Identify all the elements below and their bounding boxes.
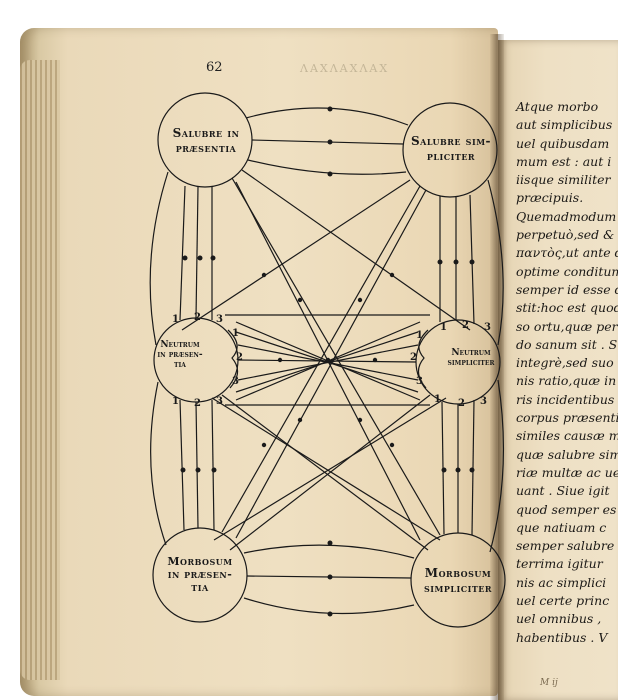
- text-line: do sanum sit . S: [516, 336, 618, 352]
- text-line: perpetuò,sed &: [516, 227, 615, 243]
- label-morbosum-in-praesentia: Morbosum in præsen- tia: [154, 555, 246, 594]
- text-line: uel omnibus ,: [516, 611, 602, 627]
- label-salubre-simpliciter: Salubre sim- pliciter: [404, 134, 498, 164]
- text-line: iisque similiter: [516, 172, 611, 188]
- running-head: ΛΑΧΛΑΧΛΑΧ: [300, 62, 390, 75]
- text-line: optime conditum: [516, 263, 618, 279]
- text-line: riæ multæ ac ue: [516, 464, 618, 480]
- text-line: corpus præsenti: [516, 410, 618, 426]
- text-line: Quemadmodum: [516, 208, 617, 224]
- num-2: 2: [194, 312, 201, 323]
- label-line: pliciter: [426, 149, 476, 163]
- num-1: 1: [172, 314, 179, 325]
- text-line: similes causæ m: [516, 428, 618, 444]
- text-line: aut simplicibus: [516, 117, 613, 133]
- text-line: semper id esse di: [516, 281, 618, 297]
- text-line: so ortu,quæ per: [516, 318, 618, 334]
- text-line: quæ salubre simp: [516, 446, 618, 462]
- text-line: nis ratio,quæ in: [516, 373, 617, 389]
- text-line: uel certe princ: [516, 593, 610, 609]
- label-line: in præsen-: [157, 350, 203, 360]
- label-line: præsentia: [175, 141, 237, 155]
- num-3: 3: [480, 396, 487, 407]
- page-edges: [20, 60, 60, 680]
- circle-top-right: [402, 102, 498, 198]
- label-line: in præsen-: [167, 568, 233, 581]
- right-page-text: Atque morbo aut simplicibus uel quibusda…: [516, 98, 618, 647]
- label-line: Neutrum: [160, 340, 200, 350]
- text-line: habentibus . V: [516, 629, 608, 645]
- label-line: Salubre in: [172, 126, 240, 140]
- num-2: 2: [458, 398, 465, 409]
- label-line: tia: [191, 581, 209, 594]
- label-morbosum-simpliciter: Morbosum simpliciter: [410, 566, 506, 596]
- page-number: 62: [206, 60, 223, 75]
- num-2: 2: [236, 352, 243, 363]
- label-line: Morbosum: [167, 555, 233, 568]
- label-line: Morbosum: [424, 566, 492, 580]
- label-line: tia: [174, 360, 186, 370]
- left-page: [20, 28, 498, 696]
- text-line: stit:hoc est quod: [516, 300, 618, 316]
- text-line: que natiuam c: [516, 519, 607, 535]
- signature-mark: M ij: [540, 678, 558, 688]
- num-1: 1: [172, 396, 179, 407]
- num-1: 1: [434, 394, 441, 405]
- text-line: terrima igitur: [516, 556, 603, 572]
- right-page: [498, 40, 618, 700]
- num-2: 2: [194, 398, 201, 409]
- num-3: 3: [216, 396, 223, 407]
- label-neutrum-in-praesentia: Neutrum in præsen- tia: [150, 340, 210, 370]
- num-1: 1: [416, 330, 423, 341]
- num-3: 3: [232, 376, 239, 387]
- circle-bottom-left: [152, 527, 248, 623]
- text-line: nis ac simplici: [516, 574, 607, 590]
- text-line: παντὸς,ut ante d: [516, 245, 618, 261]
- label-neutrum-simpliciter: Neutrum simpliciter: [438, 348, 504, 368]
- num-3: 3: [416, 376, 423, 387]
- label-line: simpliciter: [447, 358, 495, 368]
- text-line: semper salubre: [516, 538, 615, 554]
- text-line: uel quibusdam: [516, 135, 610, 151]
- label-line: Neutrum: [451, 348, 491, 358]
- text-line: integrè,sed suo i: [516, 355, 618, 371]
- label-line: Salubre sim-: [410, 134, 492, 148]
- text-line: quod semper es: [516, 501, 617, 517]
- num-1: 1: [440, 322, 447, 333]
- num-1: 1: [232, 328, 239, 339]
- num-2: 2: [462, 320, 469, 331]
- num-3: 3: [484, 322, 491, 333]
- label-salubre-in-praesentia: Salubre in præsentia: [160, 126, 252, 156]
- label-line: simpliciter: [423, 581, 493, 595]
- text-line: Atque morbo: [516, 99, 599, 114]
- text-line: mum est : aut i: [516, 153, 612, 169]
- num-2: 2: [410, 352, 417, 363]
- text-line: uant . Siue igit: [516, 483, 610, 499]
- num-3: 3: [216, 314, 223, 325]
- text-line: præcipuis.: [516, 190, 584, 206]
- text-line: ris incidentibus: [516, 391, 615, 407]
